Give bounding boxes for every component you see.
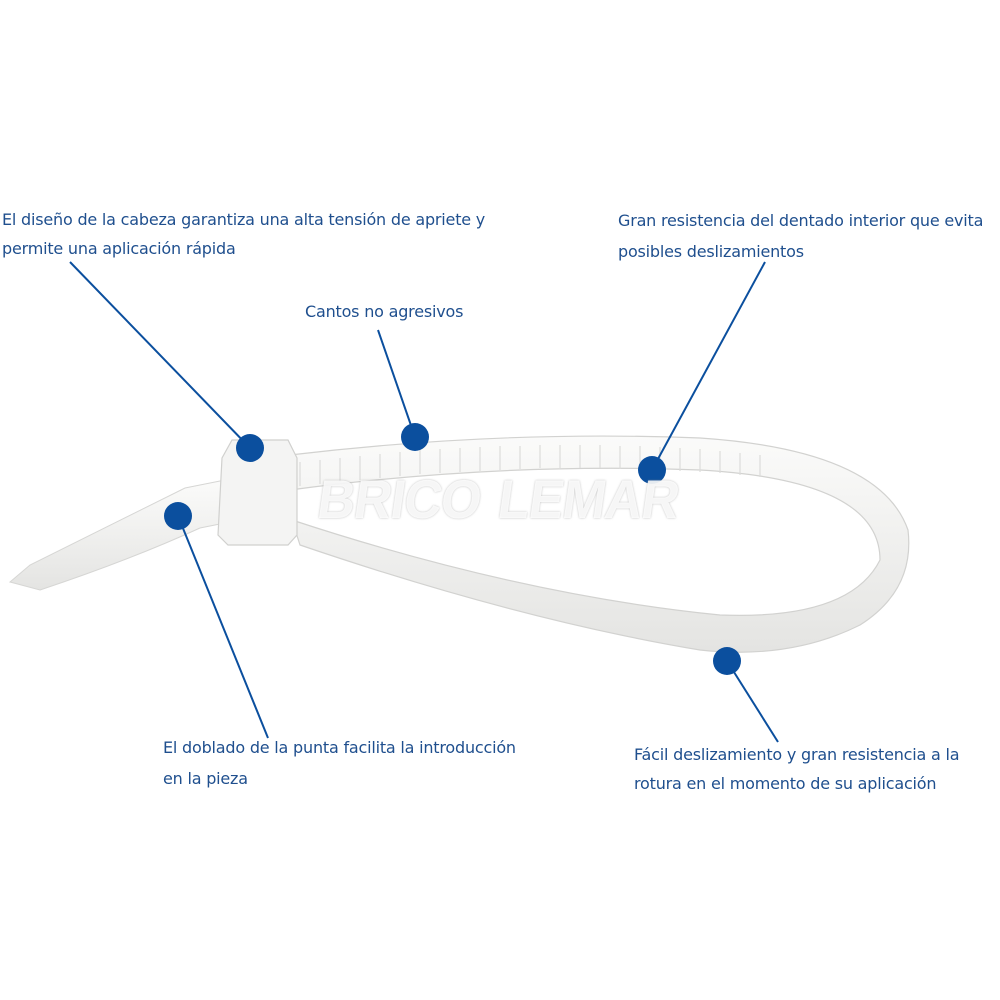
- tie-tail: [8, 479, 231, 591]
- callout-head-line1: El diseño de la cabeza garantiza una alt…: [2, 210, 486, 229]
- marker-dot-slide: [713, 647, 741, 675]
- leader-line-tip: [177, 515, 269, 739]
- leader-line-slide: [726, 660, 779, 743]
- callout-teeth-line1: Gran resistencia del dentado interior qu…: [618, 211, 984, 230]
- marker-dot-teeth: [638, 456, 666, 484]
- marker-dot-tip: [164, 502, 192, 530]
- callout-tip-line2: en la pieza: [163, 769, 248, 788]
- tie-teeth: [299, 445, 761, 486]
- callout-edges: Cantos no agresivos: [305, 297, 463, 326]
- callout-slide: Fácil deslizamiento y gran resistencia a…: [634, 740, 960, 798]
- leader-line-teeth: [651, 261, 766, 471]
- callout-tip-line1: El doblado de la punta facilita la intro…: [163, 738, 516, 757]
- callout-head: El diseño de la cabeza garantiza una alt…: [2, 205, 485, 263]
- callout-slide-line1: Fácil deslizamiento y gran resistencia a…: [634, 745, 960, 764]
- callout-teeth-line2: posibles deslizamientos: [618, 242, 804, 261]
- marker-dot-edges: [401, 423, 429, 451]
- marker-dot-head: [236, 434, 264, 462]
- tie-band: [289, 435, 910, 653]
- callout-slide-line2: rotura en el momento de su aplicación: [634, 774, 937, 793]
- callout-edges-line1: Cantos no agresivos: [305, 302, 464, 321]
- leader-line-head: [69, 261, 251, 449]
- callout-teeth: Gran resistencia del dentado interior qu…: [618, 205, 983, 267]
- callout-head-line2: permite una aplicación rápida: [2, 239, 236, 258]
- leader-line-edges: [377, 329, 416, 438]
- callout-tip: El doblado de la punta facilita la intro…: [163, 732, 516, 794]
